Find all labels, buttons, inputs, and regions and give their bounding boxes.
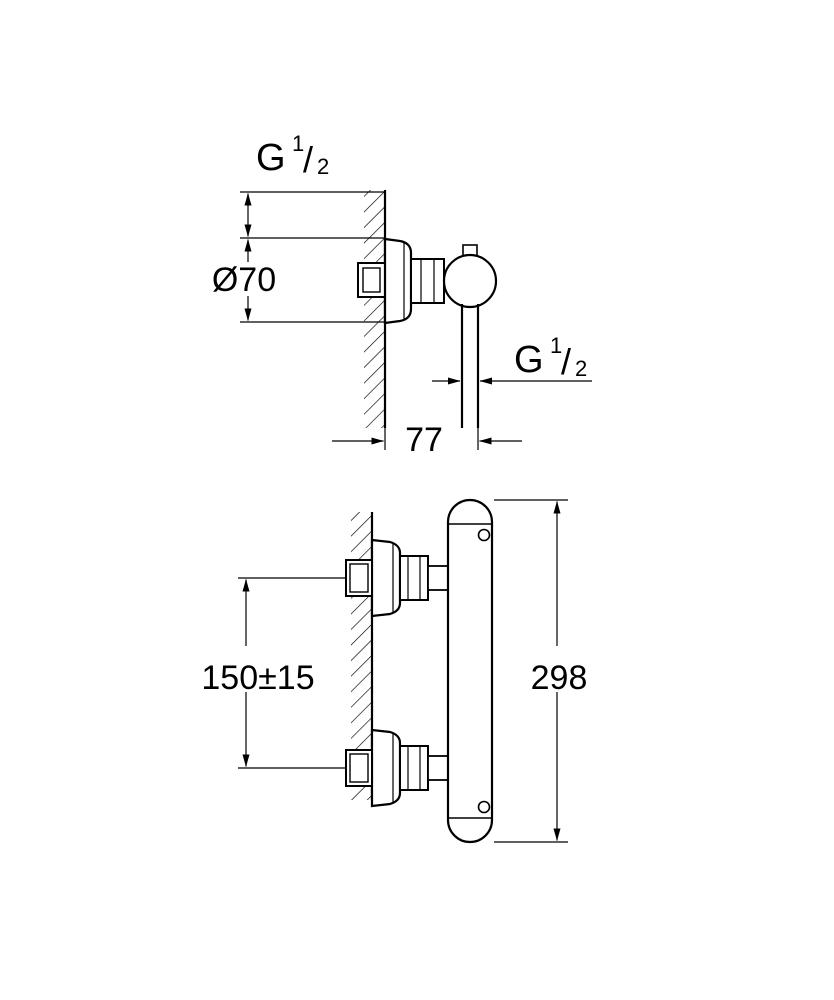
outlet-thread-label-numerator: 1 [550,333,562,358]
escutcheon-top [370,538,402,618]
mixer-body-top-screw [477,528,491,542]
inlet-fitting-bottom-inner [349,753,369,783]
front-view-labels: 150±15 298 [201,659,587,697]
union-nut-top [399,555,429,601]
top-view-side [240,190,592,450]
outlet-elbow-circle [442,253,498,309]
outlet-thread-label-slash: / [561,341,571,382]
inlet-fitting-top-inner [349,563,369,593]
inlet-thread-label-slash: / [303,139,313,180]
outlet-thread-label-denominator: 2 [575,356,587,381]
union-neck-top [427,565,451,591]
escutcheon-bottom [370,728,402,808]
union-neck-bottom [427,755,451,781]
top-connection [345,538,451,618]
union-nut-bottom [399,745,429,791]
union-nut-side [410,258,445,304]
mixer-body-bottom-screw [477,800,491,814]
top-view-labels: G 1 / 2 Ø70 G 1 / 2 77 [212,131,587,459]
bottom-connection [345,728,451,808]
escutcheon-diameter-label: Ø70 [212,261,276,299]
outlet-thread-label-prefix: G [514,339,544,381]
inlet-fitting-inner [362,267,381,293]
wall-to-outlet-dimension-label: 77 [405,421,443,459]
escutcheon-side-profile [383,237,413,325]
inlet-thread-label-prefix: G [256,137,286,179]
inlet-thread-label-numerator: 1 [292,131,304,156]
connection-spacing-dimension-label: 150±15 [201,659,314,697]
mixer-body [446,498,494,844]
overall-height-dimension-label: 298 [531,659,588,697]
front-view [238,498,568,844]
wall-hatching-top-view [364,190,385,428]
inlet-thread-label-denominator: 2 [317,154,329,179]
